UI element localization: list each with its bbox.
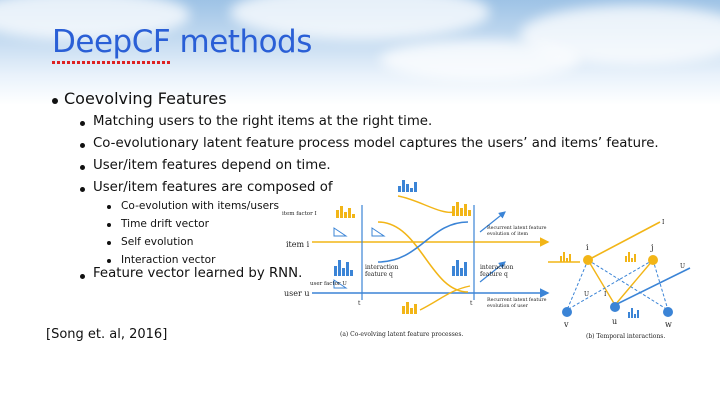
label-w: w bbox=[665, 320, 672, 329]
node-j bbox=[648, 255, 658, 265]
label-ui-t: U bbox=[584, 291, 589, 298]
panel-b-histogram-2 bbox=[625, 252, 636, 262]
item-histogram-2 bbox=[452, 202, 471, 216]
user-u-label: user u bbox=[284, 289, 310, 298]
user-to-item-curve bbox=[377, 221, 469, 263]
slide-title: DeepCF methods bbox=[52, 24, 312, 60]
node-v bbox=[562, 307, 572, 317]
citation: [Song et. al, 2016] bbox=[46, 327, 168, 342]
recurrent-item-label-2: evolution of item bbox=[487, 231, 529, 237]
bullet-coevolving-features: Coevolving Features bbox=[64, 89, 227, 108]
bullet-dot bbox=[80, 274, 85, 279]
bullet-dot bbox=[107, 259, 111, 263]
cloud-decoration bbox=[380, 40, 580, 80]
bullet-dot bbox=[52, 98, 58, 104]
bullet-coevolutionary-model: Co-evolutionary latent feature process m… bbox=[93, 136, 659, 151]
node-i bbox=[583, 255, 593, 265]
bullet-dot bbox=[107, 241, 111, 245]
bullet-dot bbox=[107, 223, 111, 227]
label-ut: U bbox=[680, 263, 685, 270]
item-i-label: item i bbox=[286, 240, 310, 249]
tk-label: t bbox=[358, 300, 361, 307]
bullet-self-evolution: Self evolution bbox=[121, 236, 194, 248]
bullet-feature-vector-rnn: Feature vector learned by RNN. bbox=[93, 266, 303, 281]
item-histogram-bottom bbox=[402, 302, 417, 314]
bullet-dot bbox=[80, 121, 85, 126]
bullet-matching-users: Matching users to the right items at the… bbox=[93, 114, 433, 129]
label-j: j bbox=[650, 243, 653, 252]
user-factor-label: user factor U bbox=[310, 281, 347, 287]
node-u bbox=[610, 302, 620, 312]
user-histogram-2 bbox=[452, 260, 467, 276]
node-w bbox=[663, 307, 673, 317]
time-drift-3 bbox=[333, 279, 348, 289]
bullet-dot bbox=[80, 187, 85, 192]
label-v: v bbox=[563, 320, 569, 329]
label-u: u bbox=[612, 317, 617, 326]
time-drift-1 bbox=[333, 227, 348, 237]
tk1-label: t bbox=[470, 300, 473, 307]
recurrent-user-label-2: evolution of user bbox=[487, 303, 529, 309]
bullet-co-evolution: Co-evolution with items/users bbox=[121, 200, 279, 212]
bullet-interaction-vector: Interaction vector bbox=[121, 254, 216, 266]
label-i: i bbox=[586, 243, 589, 252]
arrow-recurrent-user bbox=[479, 261, 506, 283]
bullet-dot bbox=[80, 143, 85, 148]
arrow-recurrent-item bbox=[479, 211, 506, 233]
caption-a: (a) Co-evolving latent feature processes… bbox=[340, 331, 463, 338]
panel-b-histogram-1 bbox=[560, 252, 571, 262]
item-histogram-top bbox=[398, 180, 417, 192]
interaction-feature-label-4: feature q bbox=[480, 271, 508, 278]
bullet-dot bbox=[80, 165, 85, 170]
interaction-feature-label-2: feature q bbox=[365, 271, 393, 278]
bullet-features-composed-of: User/item features are composed of bbox=[93, 180, 333, 195]
label-it: I bbox=[662, 219, 665, 226]
spellcheck-underline bbox=[52, 61, 170, 64]
top-curve bbox=[397, 195, 456, 214]
recurrent-item-label-1: Recurrent latent feature bbox=[487, 225, 547, 231]
item-histogram-1 bbox=[336, 206, 355, 218]
item-factor-label: item factor I bbox=[282, 211, 317, 217]
user-histogram-1 bbox=[334, 260, 353, 276]
bottom-curve bbox=[419, 285, 471, 311]
interaction-feature-label-3: interaction bbox=[480, 264, 513, 271]
bullet-dot bbox=[107, 205, 111, 209]
interaction-feature-label-1: interaction bbox=[365, 264, 398, 271]
bullet-features-depend-on-time: User/item features depend on time. bbox=[93, 158, 331, 173]
bullet-time-drift: Time drift vector bbox=[121, 218, 209, 230]
panel-b-histogram-3 bbox=[628, 308, 639, 318]
item-to-user-curve bbox=[377, 221, 469, 293]
caption-b: (b) Temporal interactions. bbox=[586, 333, 665, 340]
time-drift-2 bbox=[371, 227, 386, 237]
label-ii-t: I bbox=[604, 291, 607, 298]
recurrent-user-label-1: Recurrent latent feature bbox=[487, 297, 547, 303]
